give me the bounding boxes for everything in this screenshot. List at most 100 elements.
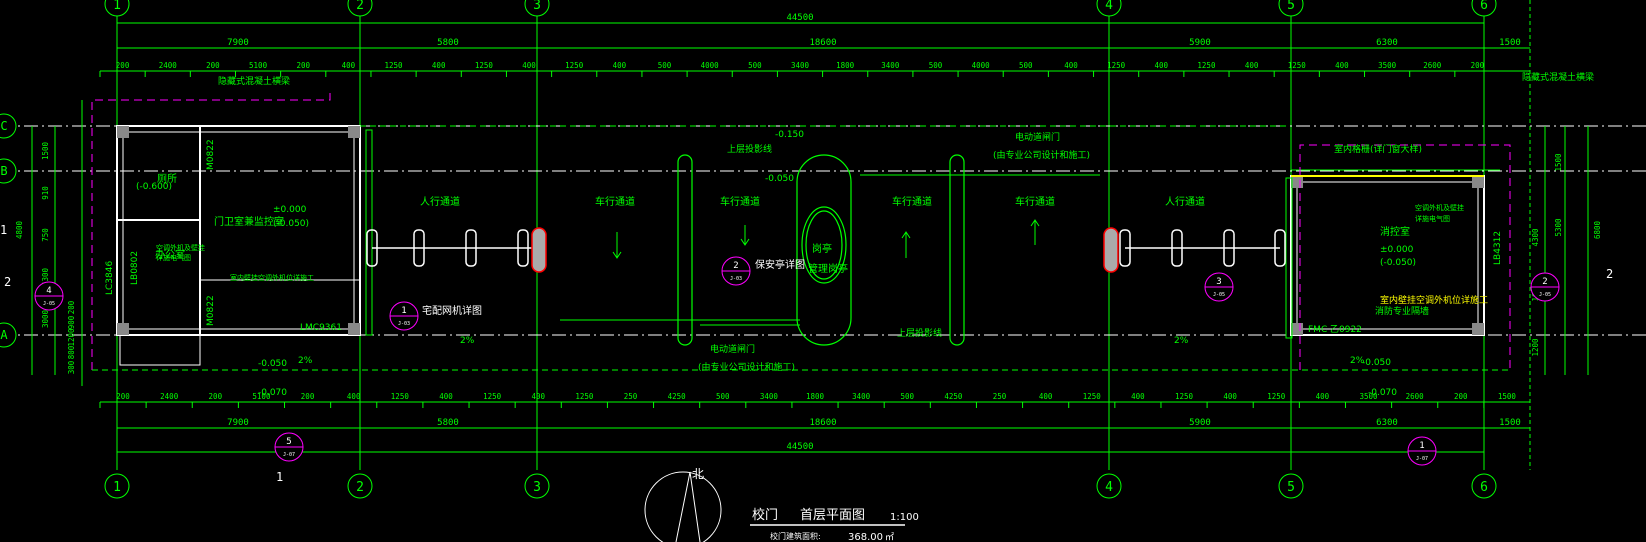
- dim-top-detail-17: 3400: [881, 61, 900, 70]
- dim-top-detail-26: 1250: [1288, 61, 1307, 70]
- detail-mark-sheet-2: J-03: [730, 276, 742, 282]
- dim-bottom-detail-16: 3400: [852, 392, 871, 401]
- axis-bubbles-top: [104, 0, 1497, 17]
- level-guard: ±0.000: [273, 205, 307, 215]
- dim-top-detail-13: 4000: [701, 61, 720, 70]
- title-view: 首层平面图: [800, 508, 865, 523]
- note-ac-right: 空调外机及壁挂: [1415, 203, 1464, 212]
- title-area-label: 校门建筑面积:: [770, 531, 821, 541]
- axis-top-4: 4: [1105, 0, 1113, 13]
- note-gate-spec-2: (由专业公司设计和施工): [698, 361, 795, 373]
- dim-top-detail-19: 4000: [972, 61, 991, 70]
- room-toilet: 厕所: [157, 173, 177, 185]
- axis-bottom-6: 6: [1480, 480, 1488, 495]
- axis-bottom-3: 3: [533, 480, 541, 495]
- axis-top-5: 5: [1287, 0, 1295, 13]
- dim-top-span-1: 7900: [227, 38, 249, 48]
- dim-bottom-detail-1: 2400: [160, 392, 179, 401]
- note-ac-right-2: 详施电气图: [1415, 214, 1450, 223]
- side-mark-right-2: 2: [1606, 267, 1613, 281]
- title-scale: 1:100: [890, 512, 919, 523]
- note-detail-2: 保安亭详图: [755, 258, 805, 271]
- dim-left-total: 4800: [15, 220, 24, 239]
- lane-1: 人行通道: [420, 195, 460, 208]
- detail-mark-num-3: 3: [1216, 277, 1221, 287]
- lane-5: 车行通道: [1015, 195, 1055, 208]
- dim-top-detail-12: 500: [658, 61, 672, 70]
- detail-mark-sheet-0: J-05: [43, 301, 55, 307]
- slope-lane-left: 2%: [460, 336, 475, 346]
- dim-top-detail-1: 2400: [159, 61, 178, 70]
- lane-4: 车行通道: [892, 195, 932, 208]
- level-guard-2: (-0.050): [273, 219, 309, 229]
- left-gate-cabinet: [531, 227, 547, 273]
- detail-mark-num-6: 1: [1419, 441, 1424, 451]
- axis-bottom-2: 2: [356, 480, 364, 495]
- axis-top-1: 1: [113, 0, 121, 13]
- dim-overall-bottom: 44500: [786, 442, 813, 452]
- slope-lane-right: 2%: [1174, 336, 1189, 346]
- dim-bottom-detail-7: 400: [439, 392, 453, 401]
- axis-top-3: 3: [533, 0, 541, 13]
- detail-mark-sheet-6: J-07: [1416, 456, 1428, 462]
- room-kiosk2: 管理岗亭: [808, 262, 848, 275]
- left-gate-posts: [366, 229, 532, 267]
- detail-mark-sheet-1: J-03: [398, 321, 410, 327]
- dim-bottom-detail-2: 200: [209, 392, 223, 401]
- dim-bottom-detail-24: 400: [1223, 392, 1237, 401]
- projection-lines: [91, 90, 1511, 371]
- detail-mark-num-2: 2: [733, 261, 738, 271]
- dim-top-detail-18: 500: [929, 61, 943, 70]
- tag-fmc: FMC: [1308, 325, 1327, 335]
- note-ac-left: 空调外机及壁挂: [156, 243, 205, 252]
- dim-top-detail-25: 400: [1245, 61, 1259, 70]
- axis-bubbles-left: [0, 113, 17, 348]
- dim-top-detail-7: 400: [432, 61, 446, 70]
- dim-bottom-detail-4: 200: [301, 392, 315, 401]
- dim-top-detail-23: 400: [1155, 61, 1169, 70]
- tag-m0822-a: M0822: [206, 139, 216, 170]
- lane-3: 车行通道: [720, 195, 760, 208]
- dim-top-detail-16: 1800: [836, 61, 855, 70]
- note-fmc-ac: 室内壁挂空调外机位详施工: [1380, 294, 1488, 306]
- tag-lb4312: LB4312: [1493, 231, 1503, 265]
- tag-m0822-b: M0822: [206, 295, 216, 326]
- tag-fmc-number: 乙0922: [1330, 324, 1362, 335]
- dim-bottom-detail-21: 1250: [1083, 392, 1102, 401]
- dim-bottom-span-6: 1500: [1499, 418, 1521, 428]
- dim-bottom-detail-18: 4250: [944, 392, 963, 401]
- title-area-value: 368.00: [848, 532, 883, 542]
- dim-top-detail-30: 200: [1471, 61, 1485, 70]
- dim-top-span-4: 5900: [1189, 38, 1211, 48]
- dim-top-detail-29: 2600: [1423, 61, 1442, 70]
- dim-bottom-detail-25: 1250: [1267, 392, 1286, 401]
- dim-bottom-detail-17: 500: [900, 392, 914, 401]
- tag-lc3846: LC3846: [105, 261, 115, 295]
- right-gate-cabinet: [1103, 227, 1119, 273]
- level-outside: -0.050: [258, 359, 287, 369]
- dim-left-2: 750: [41, 228, 50, 242]
- dim-bottom-span-3: 18600: [809, 418, 836, 428]
- slope-left: 2%: [298, 356, 313, 366]
- dim-bottom-span-4: 5900: [1189, 418, 1211, 428]
- dim-top-detail-3: 5100: [249, 61, 268, 70]
- title-name: 校门: [752, 507, 778, 523]
- dim-top-detail-28: 3500: [1378, 61, 1397, 70]
- dim-bottom-detail-26: 400: [1316, 392, 1330, 401]
- note-ac-left-2: 详施电气图: [156, 253, 191, 262]
- side-mark-left-2: 2: [4, 275, 11, 289]
- dim-left-b-2: 1200: [67, 328, 76, 347]
- detail-mark-num-1: 1: [401, 306, 406, 316]
- note-window: 室内格栅(详门窗大样): [1334, 143, 1422, 155]
- dim-top-detail-14: 500: [748, 61, 762, 70]
- right-columns: [1291, 176, 1484, 335]
- dim-left-b-1: 900: [67, 315, 76, 329]
- slope-right: 2%: [1350, 356, 1365, 366]
- dim-right-b-2: 1200: [1531, 338, 1540, 357]
- dimension-ticks: [116, 18, 1485, 457]
- dim-bottom-span-2: 5800: [437, 418, 459, 428]
- dim-bottom-detail-15: 1800: [806, 392, 825, 401]
